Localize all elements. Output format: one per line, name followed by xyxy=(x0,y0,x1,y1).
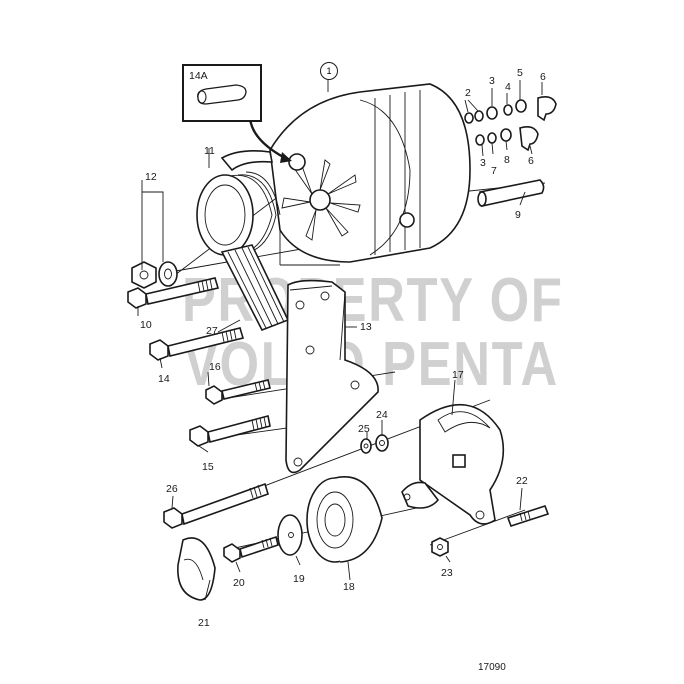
callout-15: 15 xyxy=(202,461,214,473)
callout-11: 11 xyxy=(204,145,215,157)
inset-label: 14A xyxy=(189,70,208,82)
callout-21: 21 xyxy=(198,617,210,629)
callout-22: 22 xyxy=(516,475,528,487)
callout-25: 25 xyxy=(358,423,370,435)
callout-19: 19 xyxy=(293,573,305,585)
callout-6-lower: 6 xyxy=(528,155,534,167)
callout-20: 20 xyxy=(233,577,245,589)
bolt-14-icon xyxy=(149,327,245,361)
callout-2: 2 xyxy=(465,87,471,99)
sleeve-icon xyxy=(197,84,247,105)
callout-10: 10 xyxy=(140,319,152,331)
callout-16: 16 xyxy=(209,361,221,373)
callout-14: 14 xyxy=(158,373,170,385)
terminal-hardware-icon xyxy=(464,96,557,152)
detail-inset: 14A xyxy=(182,64,262,122)
callout-27: 27 xyxy=(206,325,218,337)
bracket-icon xyxy=(285,279,379,474)
callout-17: 17 xyxy=(452,369,464,381)
callout-13: 13 xyxy=(360,321,372,333)
tensioner-arm-icon xyxy=(419,403,505,525)
callout-8: 8 xyxy=(504,154,510,166)
callout-6-upper: 6 xyxy=(540,71,546,83)
bolt-20-icon xyxy=(223,535,279,563)
bolt-15-icon xyxy=(189,415,271,447)
callout-4: 4 xyxy=(505,81,511,93)
nut-washer-icon xyxy=(131,261,178,289)
bolt-16-icon xyxy=(205,379,271,405)
idler-pulley-icon xyxy=(306,476,383,563)
callout-3-upper: 3 xyxy=(489,75,495,87)
drawing-number: 17090 xyxy=(478,662,506,673)
pulley-icon xyxy=(196,150,281,256)
callout-7: 7 xyxy=(491,165,497,177)
callout-26: 26 xyxy=(166,483,178,495)
callout-18: 18 xyxy=(343,581,355,593)
alternator-icon xyxy=(269,83,471,263)
callout-23: 23 xyxy=(441,567,453,579)
bolt-10-icon xyxy=(127,277,220,309)
callout-24: 24 xyxy=(376,409,388,421)
bolt-26-icon xyxy=(163,482,269,529)
callout-5: 5 xyxy=(517,67,523,79)
callout-9: 9 xyxy=(515,209,521,221)
callout-1: 1 xyxy=(320,62,338,80)
callout-12: 12 xyxy=(145,171,157,183)
callout-3-lower: 3 xyxy=(480,157,486,169)
